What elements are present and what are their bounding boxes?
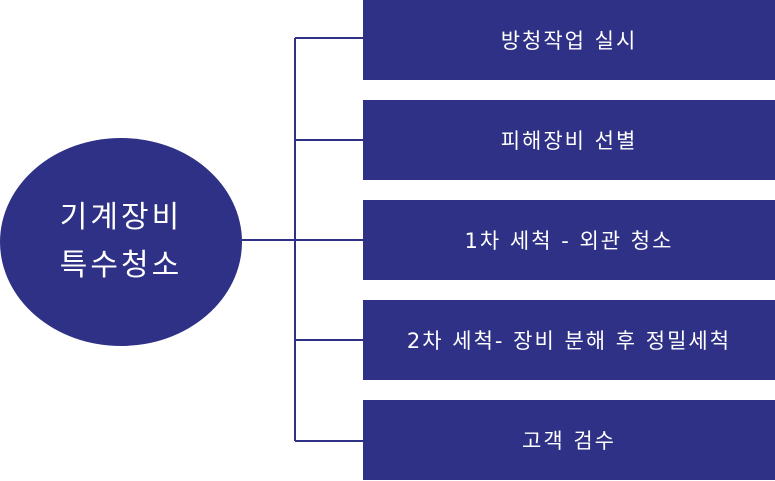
step-label: 1차 세척 - 외관 청소	[464, 229, 674, 253]
step-box-3: 1차 세척 - 외관 청소	[363, 200, 775, 280]
root-node: 기계장비 특수청소	[0, 138, 242, 346]
root-title-line-2: 특수청소	[59, 248, 183, 283]
step-box-4: 2차 세척- 장비 분해 후 정밀세척	[363, 300, 775, 380]
root-title-line-1: 기계장비	[59, 200, 183, 235]
step-label: 방청작업 실시	[500, 29, 638, 53]
step-label: 2차 세척- 장비 분해 후 정밀세척	[406, 329, 732, 353]
step-box-1: 방청작업 실시	[363, 0, 775, 80]
step-box-5: 고객 검수	[363, 400, 775, 480]
step-label: 피해장비 선별	[500, 129, 638, 153]
step-label: 고객 검수	[522, 429, 616, 453]
step-box-2: 피해장비 선별	[363, 100, 775, 180]
